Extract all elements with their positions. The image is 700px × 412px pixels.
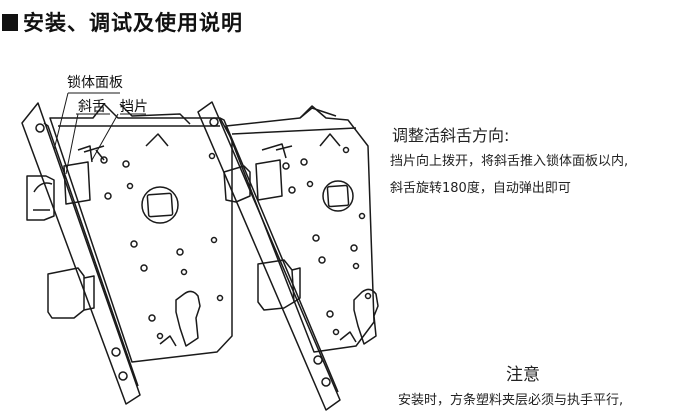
label-faceplate: 锁体面板 [67, 75, 123, 91]
left-cylinder-hole [175, 290, 201, 347]
label-stopper: 挡片 [120, 99, 148, 115]
left-latch [26, 175, 55, 221]
label-latch: 斜舌 [78, 99, 106, 115]
heading-bullet-icon [2, 13, 18, 31]
note-line-1: 安装时，方条塑料夹层必须与执手平行, [398, 393, 624, 408]
instructions-line-2: 斜舌旋转180度，自动弹出即可 [390, 181, 571, 196]
note-title: 注意 [506, 365, 540, 385]
section-heading: 安装、调试及使用说明 [2, 2, 243, 42]
heading-text: 安装、调试及使用说明 [23, 11, 243, 35]
callout-leaders [53, 92, 146, 175]
right-deadbolt [257, 259, 295, 311]
right-cylinder-hole [353, 288, 379, 345]
right-lock-body [197, 101, 379, 411]
instructions-body: 挡片向上拨开，将斜舌推入锁体面板以内, 斜舌旋转180度，自动弹出即可 [390, 148, 628, 202]
right-latch [223, 165, 251, 203]
left-lock-body [21, 102, 233, 405]
left-deadbolt [47, 267, 85, 319]
instructions-title: 调整活斜舌方向: [392, 126, 510, 145]
instructions-line-1: 挡片向上拨开，将斜舌推入锁体面板以内, [390, 154, 629, 169]
